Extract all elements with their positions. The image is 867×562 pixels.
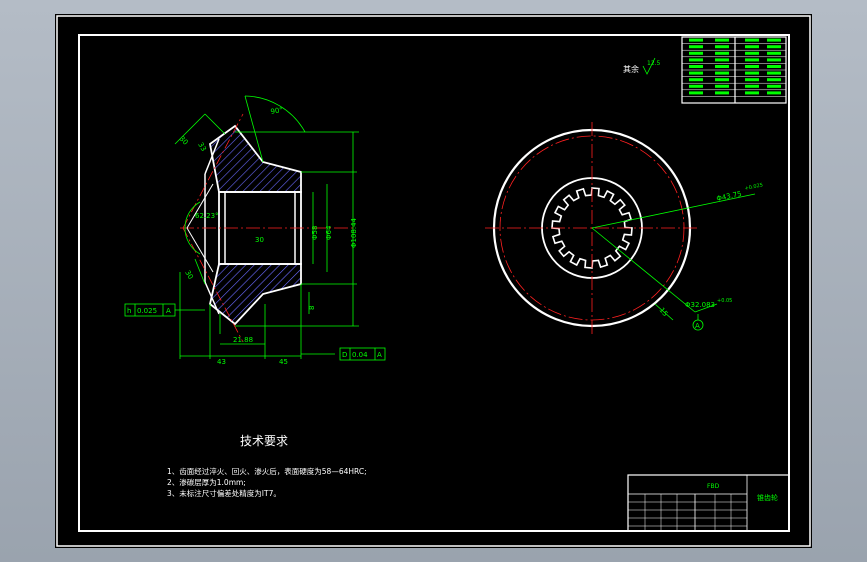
dim-32: Φ32.083 [685, 301, 715, 309]
dim-64: Φ64 [325, 225, 333, 240]
dim-43: 43 [217, 358, 226, 366]
dim-2188: 21.88 [233, 336, 253, 344]
dim-33: 33 [196, 141, 207, 153]
dim-108: Φ108.44 [350, 217, 358, 248]
dim-4375: Φ43.75 [716, 190, 743, 203]
tol-bottom-datum: A [377, 351, 382, 359]
tol-bottom-symbol: D [342, 351, 347, 359]
title-name: 锥齿轮 [757, 493, 778, 502]
tol-left-symbol: h [127, 307, 131, 315]
dim-8: 8 [308, 306, 316, 310]
tol-left-datum: A [166, 307, 171, 315]
dim-30-bore: 30 [255, 236, 264, 244]
roughness-value: 12.5 [647, 60, 661, 67]
cad-viewport[interactable]: 90° 30 33 62.23° 30 Φ58 Φ64 Φ108.44 30 2… [55, 14, 812, 548]
dim-30-lower: 30 [183, 269, 194, 281]
title-drawing-no: FBD [707, 483, 720, 490]
dim-45: 45 [279, 358, 288, 366]
tol-left-value: 0.025 [137, 307, 157, 315]
tol-bottom-value: 0.04 [352, 351, 368, 359]
outer-frame [56, 15, 811, 547]
tolerance-frame-left[interactable]: h 0.025 A [124, 303, 176, 317]
parameter-table[interactable] [681, 36, 787, 104]
tech-line-3: 3、未标注尺寸偏差处精度为IT7。 [167, 488, 281, 498]
dim-4375-tol: +0.025 [744, 182, 763, 192]
tolerance-frame-bottom[interactable]: D 0.04 A [339, 347, 386, 361]
tech-title: 技术要求 [240, 434, 288, 448]
tech-line-1: 1、齿面经过淬火、回火、渗火后，表面硬度为58—64HRC; [167, 466, 367, 476]
datum-mark: A [695, 322, 700, 330]
dim-58: Φ58 [311, 226, 319, 240]
dim-30-top: 30 [178, 135, 190, 147]
datum-circle [692, 319, 704, 331]
dim-angle-6223: 62.23° [195, 212, 219, 220]
drawing-border [78, 34, 790, 532]
tech-line-2: 2、渗碳层厚为1.0mm; [167, 477, 246, 487]
roughness-note: 其余 12.5 [623, 57, 661, 75]
dim-angle-90: 90° [270, 106, 284, 116]
hatched-lower [208, 263, 302, 326]
dim-15: 15 [657, 306, 669, 318]
front-view[interactable]: Φ43.75 +0.025 Φ32.083 +0.05 15 A [485, 122, 764, 334]
title-block[interactable]: 锥齿轮 FBD [627, 474, 790, 532]
other-label: 其余 [623, 64, 639, 74]
dim-32-tol: +0.05 [717, 298, 732, 304]
tech-requirements: 技术要求 1、齿面经过淬火、回火、渗火后，表面硬度为58—64HRC; 2、渗碳… [167, 434, 367, 498]
gear-drawing: 90° 30 33 62.23° 30 Φ58 Φ64 Φ108.44 30 2… [56, 15, 811, 547]
section-view[interactable]: 90° 30 33 62.23° 30 Φ58 Φ64 Φ108.44 30 2… [124, 95, 386, 366]
